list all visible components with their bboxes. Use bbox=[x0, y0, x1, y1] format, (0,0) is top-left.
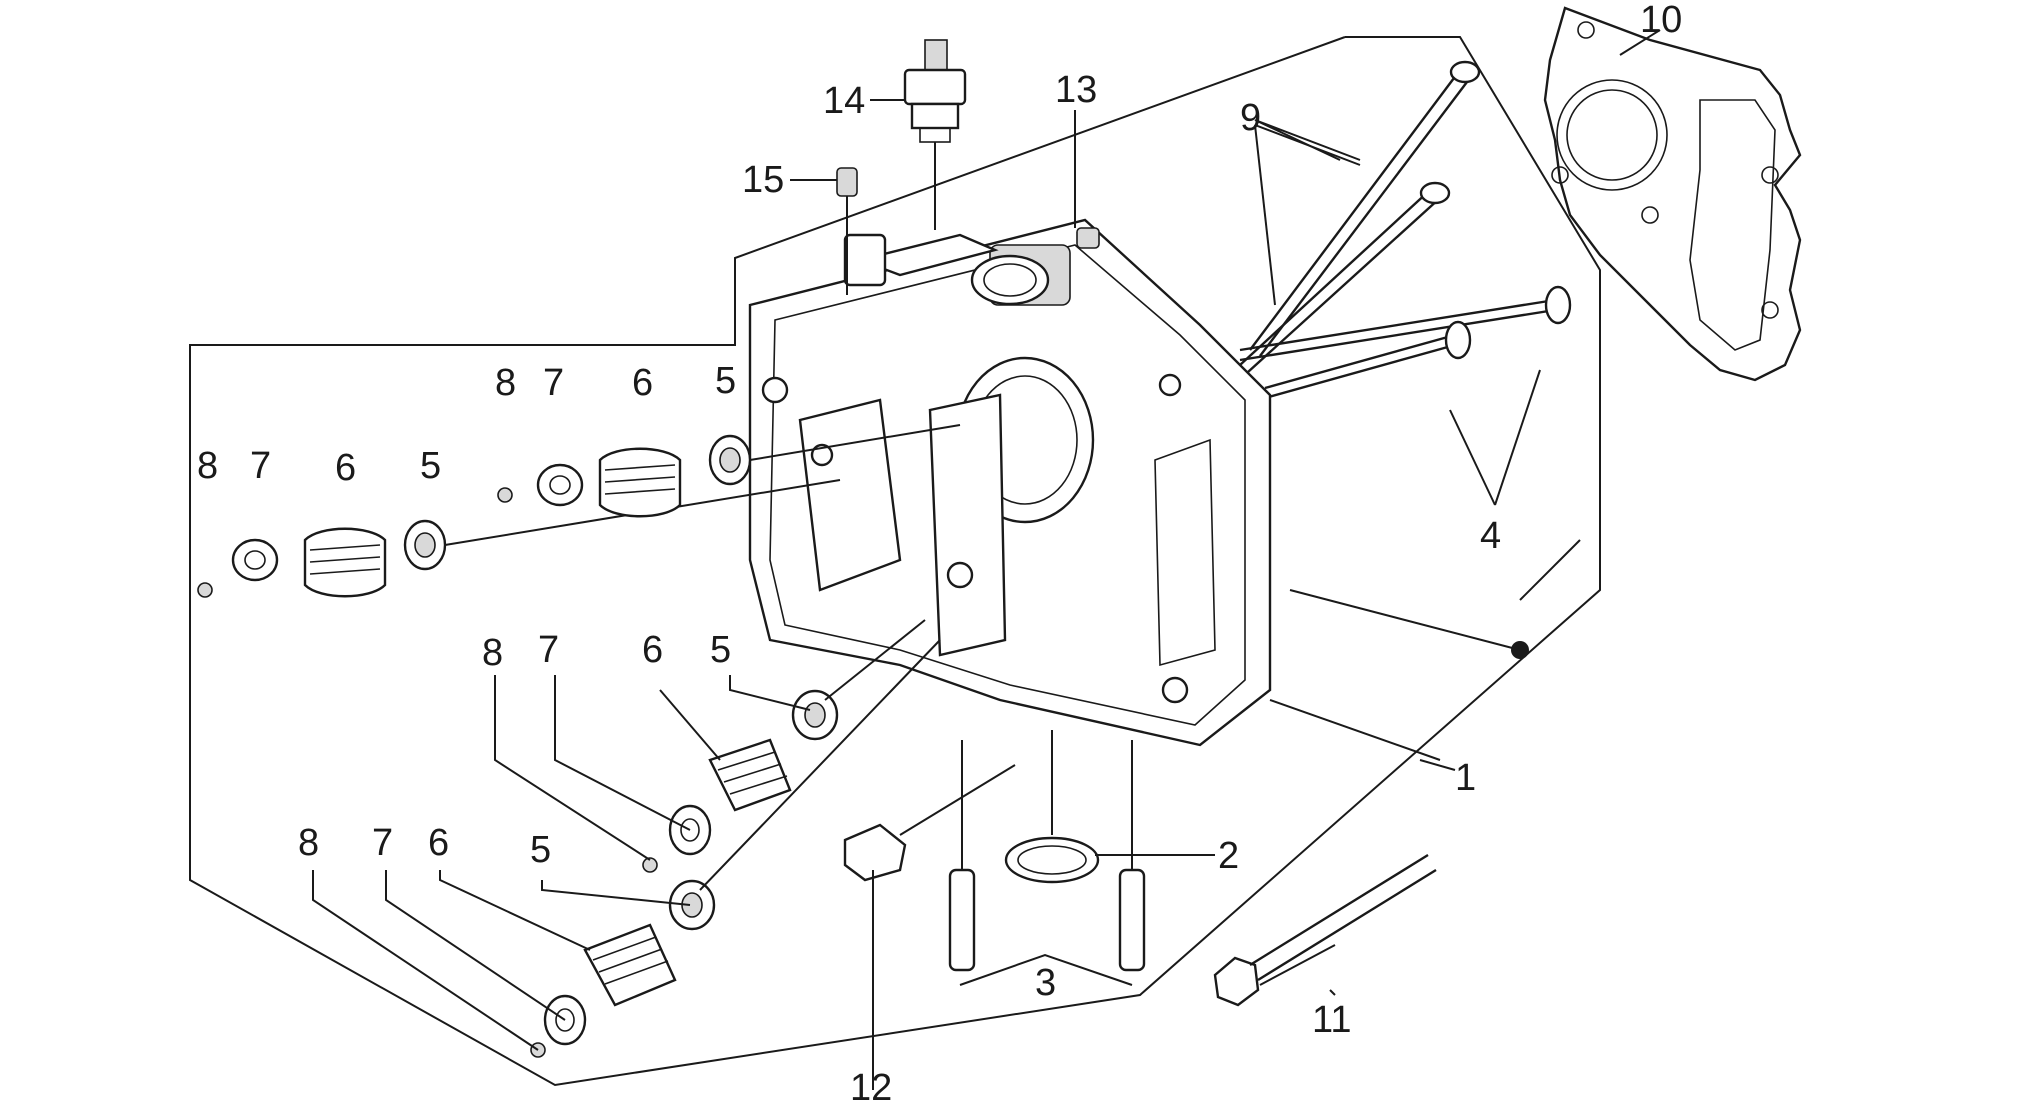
callout-12: 12 bbox=[850, 1067, 892, 1109]
callout-6-upper-left: 6 bbox=[335, 447, 356, 489]
callout-8-upper-right: 8 bbox=[495, 362, 516, 404]
callout-14: 14 bbox=[823, 80, 865, 122]
callout-3: 3 bbox=[1035, 962, 1056, 1004]
callout-7-middle: 7 bbox=[538, 629, 559, 671]
dowel-pins bbox=[948, 740, 1146, 972]
callout-15: 15 bbox=[742, 159, 784, 201]
o-ring bbox=[1004, 730, 1100, 884]
callout-5-middle: 5 bbox=[710, 629, 731, 671]
callout-5-upper-right: 5 bbox=[715, 360, 736, 402]
drain-plug bbox=[843, 764, 1016, 882]
callout-13: 13 bbox=[1055, 69, 1097, 111]
callout-labels: 10 14 13 15 9 8 7 6 5 8 7 6 5 4 8 7 6 5 … bbox=[197, 0, 1682, 1109]
callout-6-upper-right: 6 bbox=[632, 362, 653, 404]
callout-8-upper-left: 8 bbox=[197, 445, 218, 487]
valve-springs-upper-left bbox=[197, 479, 841, 598]
callout-11: 11 bbox=[1312, 999, 1351, 1041]
callout-5-upper-left: 5 bbox=[420, 445, 441, 487]
callout-7-lower: 7 bbox=[372, 822, 393, 864]
group-outline bbox=[189, 36, 1601, 1087]
callout-1: 1 bbox=[1455, 757, 1476, 799]
callout-10: 10 bbox=[1640, 0, 1682, 41]
valve-set bbox=[1239, 60, 1572, 400]
callout-9: 9 bbox=[1240, 97, 1261, 139]
small-fittings bbox=[836, 167, 1100, 295]
callout-8-middle: 8 bbox=[482, 632, 503, 674]
callout-2: 2 bbox=[1218, 835, 1239, 877]
head-gasket bbox=[1543, 6, 1802, 382]
callout-4: 4 bbox=[1480, 515, 1501, 557]
leader-lines bbox=[312, 29, 1661, 1090]
callout-5-lower: 5 bbox=[530, 829, 551, 871]
callout-7-upper-right: 7 bbox=[543, 362, 564, 404]
callout-8-lower: 8 bbox=[298, 822, 319, 864]
stud-bolt bbox=[1213, 853, 1437, 1007]
spark-plug bbox=[903, 39, 967, 230]
callout-7-upper-left: 7 bbox=[250, 445, 271, 487]
callout-6-middle: 6 bbox=[642, 629, 663, 671]
valve-springs-upper-right bbox=[497, 424, 961, 518]
valve-springs-middle bbox=[642, 619, 926, 873]
callout-6-lower: 6 bbox=[428, 822, 449, 864]
